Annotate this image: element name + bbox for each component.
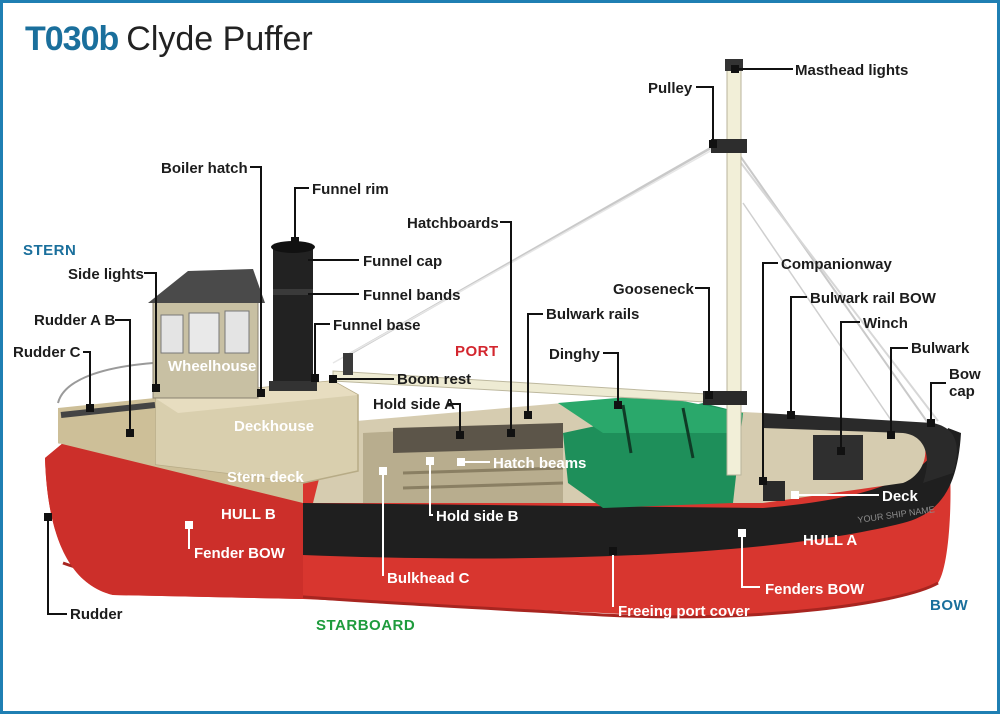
- label-bow-cap-line1: Bow: [949, 366, 981, 383]
- stern-bulwark: [60, 402, 156, 418]
- label-deck: Deck: [882, 488, 919, 505]
- hatchboards-shape: [393, 423, 563, 453]
- label-funnel-cap: Funnel cap: [363, 253, 442, 270]
- label-hold-side-b: Hold side B: [436, 508, 519, 525]
- label-hold-side-a: Hold side A: [373, 396, 455, 413]
- label-wheelhouse: Wheelhouse: [168, 358, 256, 375]
- direction-starboard: STARBOARD: [316, 617, 415, 634]
- label-companionway: Companionway: [781, 256, 893, 273]
- mast-shape: [726, 64, 742, 476]
- gooseneck-shape: [703, 391, 747, 405]
- label-dinghy: Dinghy: [549, 346, 600, 363]
- funnel-foot: [269, 381, 317, 391]
- label-bow-cap-line2: cap: [949, 383, 975, 400]
- boom-rest-shape: [343, 353, 353, 375]
- direction-stern: STERN: [23, 242, 76, 259]
- boat-illustration: YOUR SHIP NAME: [13, 59, 981, 634]
- label-funnel-base: Funnel base: [333, 317, 421, 334]
- label-deckhouse: Deckhouse: [234, 418, 314, 435]
- leader-dots: [44, 65, 935, 555]
- label-side-lights: Side lights: [68, 266, 144, 283]
- funnel-band: [273, 289, 313, 295]
- direction-port: PORT: [455, 343, 499, 360]
- companionway-shape: [763, 481, 785, 501]
- label-hatch-beams: Hatch beams: [493, 455, 586, 472]
- bow-bulwark: [763, 413, 957, 483]
- label-boom-rest: Boom rest: [397, 371, 471, 388]
- funnel-shape: [273, 247, 313, 387]
- title-code: T030b: [25, 20, 119, 58]
- wheelhouse-roof: [148, 269, 265, 303]
- wheelhouse-window-2: [188, 312, 220, 354]
- hull-black-band: [58, 423, 961, 559]
- rigging-stay-port-2: [332, 144, 722, 364]
- label-hull-a: HULL A: [803, 532, 857, 549]
- label-fenders-bow: Fenders BOW: [765, 581, 865, 598]
- winch-shape: [813, 435, 863, 480]
- label-masthead-lights: Masthead lights: [795, 62, 908, 79]
- label-freeing-port-cover: Freeing port cover: [618, 603, 750, 620]
- label-rudder-a-b: Rudder A B: [34, 312, 116, 329]
- label-hatchboards: Hatchboards: [407, 215, 499, 232]
- label-winch: Winch: [863, 315, 908, 332]
- label-rudder: Rudder: [70, 606, 123, 623]
- stern-deck-shape: [58, 398, 303, 503]
- label-fender-bow: Fender BOW: [194, 545, 286, 562]
- direction-bow: BOW: [930, 597, 969, 614]
- leader-lines: [47, 68, 946, 615]
- label-bulwark-rail-bow: Bulwark rail BOW: [810, 290, 937, 307]
- label-boiler-hatch: Boiler hatch: [161, 160, 248, 177]
- label-stern-deck: Stern deck: [227, 469, 304, 486]
- label-funnel-rim: Funnel rim: [312, 181, 389, 198]
- stern-rail: [57, 362, 154, 404]
- label-gooseneck: Gooseneck: [613, 281, 695, 298]
- rigging-stay-bow-1: [737, 152, 929, 424]
- pulley-block: [711, 139, 747, 153]
- label-bulkhead-c: Bulkhead C: [387, 570, 470, 587]
- title-name: Clyde Puffer: [126, 20, 313, 58]
- rigging-stay-bow-2: [740, 162, 939, 422]
- wheelhouse-window-1: [160, 314, 184, 354]
- dinghy-hull: [558, 395, 743, 433]
- rigging-stay-bow-3: [742, 202, 894, 424]
- wheelhouse-window-3: [224, 310, 250, 354]
- label-funnel-bands: Funnel bands: [363, 287, 461, 304]
- label-bulwark: Bulwark: [911, 340, 970, 357]
- label-bulwark-rails: Bulwark rails: [546, 306, 639, 323]
- dinghy-strap-2: [681, 407, 695, 459]
- label-hull-b: HULL B: [221, 506, 276, 523]
- dinghy-strap-1: [621, 404, 633, 454]
- funnel-top: [271, 241, 315, 253]
- label-pulley: Pulley: [648, 80, 693, 97]
- label-rudder-c: Rudder C: [13, 344, 81, 361]
